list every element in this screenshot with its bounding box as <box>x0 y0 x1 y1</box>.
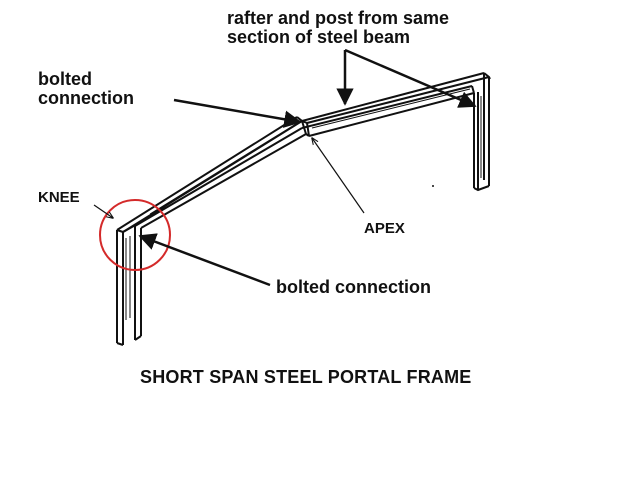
left-rafter <box>116 116 307 233</box>
bolted-connection-bottom-label: bolted connection <box>276 277 431 297</box>
knee-highlight-circle <box>99 199 171 271</box>
left-post <box>116 221 142 346</box>
bolted-top-line1: bolted <box>38 69 92 89</box>
right-rafter <box>301 72 491 137</box>
bolted-connection-top-label: bolted connection <box>38 70 134 108</box>
bolted-top-arrow <box>173 98 302 128</box>
rafter-post-label: rafter and post from same section of ste… <box>227 9 449 47</box>
apex-label: APEX <box>364 220 405 237</box>
post-arrow-line <box>344 48 477 108</box>
right-post <box>471 73 490 192</box>
apex-arrow <box>312 138 365 214</box>
rafter-label-line2: section of steel beam <box>227 26 411 47</box>
rafter-label-line1: rafter and post from same <box>227 8 450 28</box>
bolted-top-line2: connection <box>38 87 135 108</box>
diagram-caption: SHORT SPAN STEEL PORTAL FRAME <box>140 367 472 387</box>
knee-arrow <box>93 204 113 218</box>
knee-label: KNEE <box>38 189 80 206</box>
bolted-bottom-arrow <box>138 233 271 287</box>
annotation-arrows <box>93 48 477 287</box>
stray-mark <box>432 185 434 187</box>
